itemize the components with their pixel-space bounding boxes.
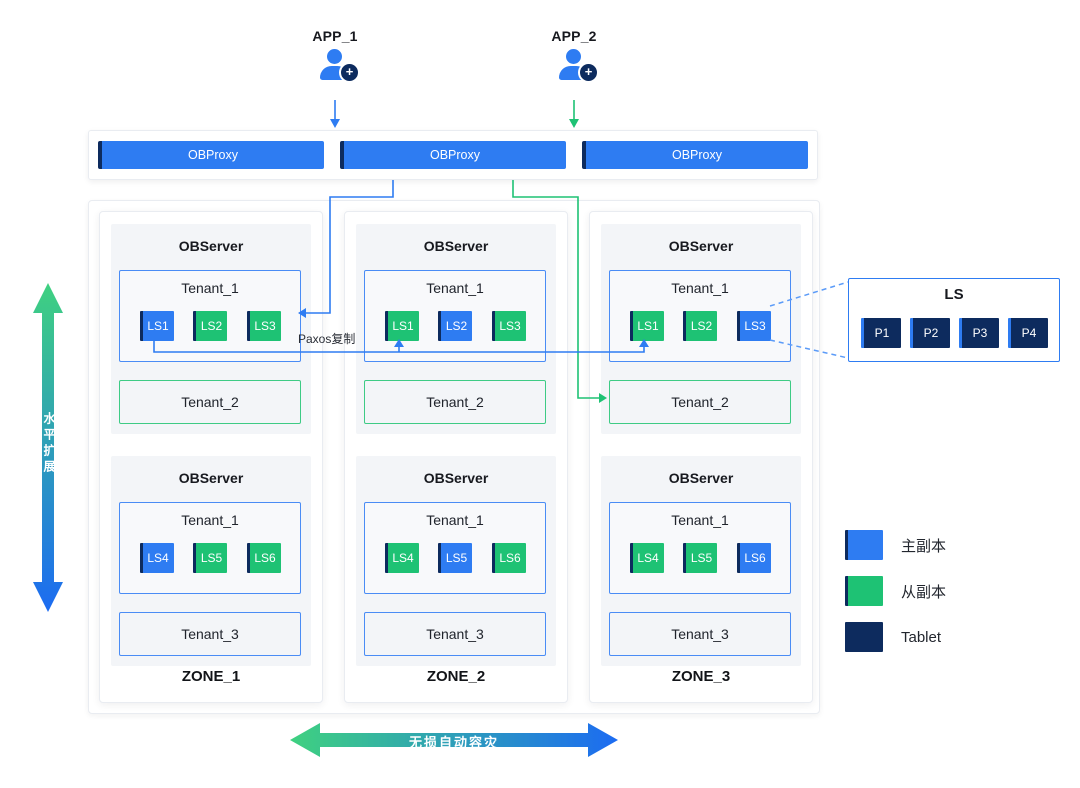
tenant-title: Tenant_1 (426, 280, 484, 296)
ls-chip: LS4 (629, 543, 664, 573)
legend-row-primary: 主副本 (845, 530, 946, 560)
tenant-title: Tenant_1 (181, 512, 239, 528)
zone-2-card: OBServer Tenant_1 LS1 LS2 LS3 Tenant_2 O… (344, 211, 568, 703)
observer-box: OBServer Tenant_1 LS1 LS2 LS3 Tenant_2 (111, 224, 311, 434)
user-head-icon (327, 49, 342, 64)
observer-title: OBServer (423, 238, 489, 254)
zone-label: ZONE_3 (671, 668, 731, 685)
zone-3-card: OBServer Tenant_1 LS1 LS2 LS3 Tenant_2 O… (589, 211, 813, 703)
obproxy-box-3: OBProxy (582, 141, 808, 169)
obproxy-row: OBProxy OBProxy OBProxy (88, 130, 818, 180)
plus-badge-icon: + (339, 62, 360, 83)
ls-chip-row: LS4 LS5 LS6 (120, 543, 300, 573)
legend: 主副本 从副本 Tablet (845, 530, 946, 668)
tenant-2-box: Tenant_2 (119, 380, 301, 424)
app1-arrowhead (330, 119, 340, 128)
tenant-title: Tenant_1 (181, 280, 239, 296)
tenant-1-box: Tenant_1 LS1 LS2 LS3 (609, 270, 791, 362)
zone-1-card: OBServer Tenant_1 LS1 LS2 LS3 Tenant_2 O… (99, 211, 323, 703)
ls-chip: LS5 (683, 543, 717, 573)
tablet-swatch (845, 622, 883, 652)
tenant-1-box: Tenant_1 LS4 LS5 LS6 (119, 502, 301, 594)
plus-badge-icon: + (578, 62, 599, 83)
legend-row-follower: 从副本 (845, 576, 946, 606)
ls-chip: LS1 (139, 311, 174, 341)
observer-box: OBServer Tenant_1 LS4 LS5 LS6 Tenant_3 (601, 456, 801, 666)
ls-panel-title: LS (944, 286, 964, 303)
zone-label: ZONE_2 (426, 668, 486, 685)
tenant-title: Tenant_1 (426, 512, 484, 528)
app-group-1: APP_1 + (275, 28, 395, 97)
user-plus-icon: + (552, 49, 599, 97)
observer-box: OBServer Tenant_1 LS1 LS2 LS3 Tenant_2 (356, 224, 556, 434)
ls-chip-row: LS4 LS5 LS6 (610, 543, 790, 573)
tenant-1-box: Tenant_1 LS1 LS2 LS3 (119, 270, 301, 362)
ls-chip: LS6 (491, 543, 526, 573)
ls-chip: LS2 (683, 311, 717, 341)
legend-row-tablet: Tablet (845, 622, 946, 652)
observer-title: OBServer (668, 238, 734, 254)
app-2-label: APP_2 (551, 28, 597, 44)
disaster-recovery-label: 无损自动容灾 (408, 735, 499, 750)
ls-chip: LS4 (384, 543, 419, 573)
app-group-2: APP_2 + (514, 28, 634, 97)
ls-chip: LS6 (246, 543, 281, 573)
tenant-3-box: Tenant_3 (609, 612, 791, 656)
ls-chip: LS1 (629, 311, 664, 341)
ls-chip-row: LS4 LS5 LS6 (365, 543, 545, 573)
ls-chip: LS3 (736, 311, 771, 341)
app2-arrowhead (569, 119, 579, 128)
ls-chip: LS4 (139, 543, 174, 573)
ls-chip: LS3 (246, 311, 281, 341)
ls-chip-row: LS1 LS2 LS3 (365, 311, 545, 341)
tablet-row: P1 P2 P3 P4 (849, 318, 1059, 348)
ls-chip: LS2 (438, 311, 472, 341)
tenant-1-box: Tenant_1 LS4 LS5 LS6 (609, 502, 791, 594)
obproxy-box-2: OBProxy (340, 141, 566, 169)
ls-chip: LS2 (193, 311, 227, 341)
cluster-container: OBServer Tenant_1 LS1 LS2 LS3 Tenant_2 O… (88, 200, 820, 714)
tenant-title: Tenant_1 (671, 512, 729, 528)
ls-chip-row: LS1 LS2 LS3 (120, 311, 300, 341)
observer-title: OBServer (178, 238, 244, 254)
user-head-icon (566, 49, 581, 64)
tenant-3-box: Tenant_3 (364, 612, 546, 656)
tablet-chip: P4 (1007, 318, 1048, 348)
ls-chip-row: LS1 LS2 LS3 (610, 311, 790, 341)
zone-label: ZONE_1 (181, 668, 241, 685)
tenant-3-box: Tenant_3 (119, 612, 301, 656)
tenant-2-box: Tenant_2 (364, 380, 546, 424)
tenant-title: Tenant_1 (671, 280, 729, 296)
ls-chip: LS5 (193, 543, 227, 573)
obproxy-box-1: OBProxy (98, 141, 324, 169)
paxos-replication-label: Paxos复制 (298, 332, 356, 346)
legend-label: 主副本 (901, 537, 947, 555)
horizontal-scale-label: 水平扩展 (42, 412, 56, 476)
observer-title: OBServer (668, 470, 734, 486)
observer-box: OBServer Tenant_1 LS4 LS5 LS6 Tenant_3 (356, 456, 556, 666)
observer-box: OBServer Tenant_1 LS1 LS2 LS3 Tenant_2 (601, 224, 801, 434)
ls-detail-panel: LS P1 P2 P3 P4 (848, 278, 1060, 362)
legend-label: Tablet (901, 628, 942, 646)
follower-replica-swatch (845, 576, 883, 606)
user-plus-icon: + (313, 49, 360, 97)
ls-chip: LS1 (384, 311, 419, 341)
tenant-1-box: Tenant_1 LS1 LS2 LS3 (364, 270, 546, 362)
legend-label: 从副本 (901, 583, 947, 601)
tenant-1-box: Tenant_1 LS4 LS5 LS6 (364, 502, 546, 594)
observer-box: OBServer Tenant_1 LS4 LS5 LS6 Tenant_3 (111, 456, 311, 666)
app-1-label: APP_1 (312, 28, 358, 44)
primary-replica-swatch (845, 530, 883, 560)
observer-title: OBServer (178, 470, 244, 486)
tablet-chip: P3 (958, 318, 999, 348)
tablet-chip: P1 (860, 318, 901, 348)
ls-chip: LS5 (438, 543, 472, 573)
tablet-chip: P2 (909, 318, 950, 348)
ls-chip: LS3 (491, 311, 526, 341)
tenant-2-box: Tenant_2 (609, 380, 791, 424)
observer-title: OBServer (423, 470, 489, 486)
ls-chip: LS6 (736, 543, 771, 573)
